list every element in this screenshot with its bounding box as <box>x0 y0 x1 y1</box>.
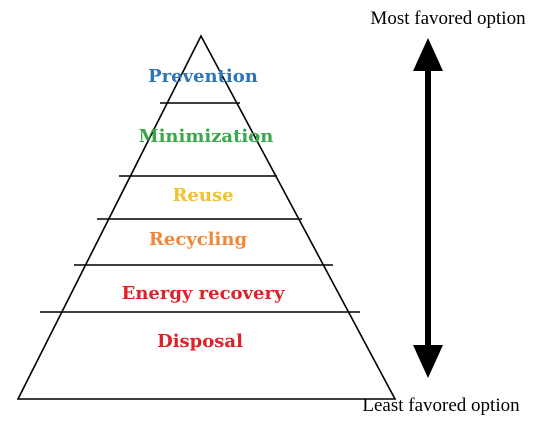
bottom-label: Least favored option <box>362 395 520 416</box>
preference-arrow <box>413 38 443 378</box>
tier-label-recycling: Recycling <box>149 229 248 250</box>
arrow-shaft <box>425 68 431 348</box>
arrow-head-up-icon <box>413 38 443 71</box>
top-label: Most favored option <box>370 8 526 29</box>
tier-label-reuse: Reuse <box>172 185 233 206</box>
tier-label-disposal: Disposal <box>157 331 243 352</box>
tier-label-minimization: Minimization <box>139 126 274 147</box>
pyramid-outline <box>16 34 397 400</box>
tier-label-energy-recovery: Energy recovery <box>122 283 285 304</box>
arrow-head-down-icon <box>413 345 443 378</box>
tier-label-prevention: Prevention <box>148 66 258 87</box>
